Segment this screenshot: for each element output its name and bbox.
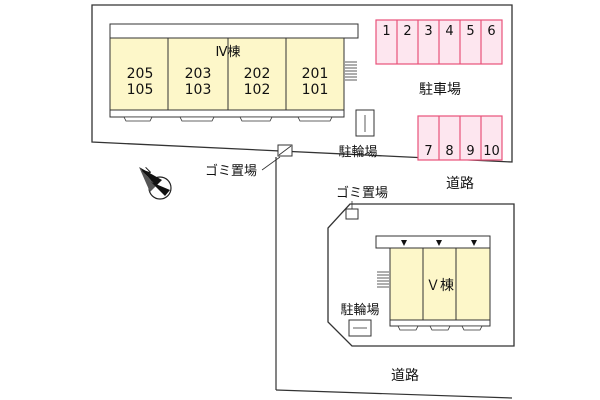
building-v-label: Ｖ棟: [426, 278, 454, 294]
parking-label: 駐車場: [419, 81, 461, 98]
building-v-body: [389, 247, 491, 321]
parking-bottom-row: 7 8 9 10: [417, 115, 503, 161]
parking-space-2: 2: [403, 24, 411, 39]
parking-space-9: 9: [466, 144, 474, 159]
unit-203: 203: [185, 66, 212, 82]
unit-202: 202: [244, 66, 271, 82]
unit-105: 105: [127, 82, 154, 98]
unit-205: 205: [127, 66, 154, 82]
bicycle-parking-label-top: 駐輪場: [338, 144, 377, 160]
parking-space-10: 10: [483, 144, 500, 159]
unit-102: 102: [244, 82, 271, 98]
road-label-right: 道路: [446, 176, 474, 192]
building-iv-corridor: [109, 23, 359, 39]
parking-space-6: 6: [487, 24, 495, 39]
parking-space-7: 7: [424, 144, 432, 159]
road-label-bottom: 道路: [391, 368, 419, 384]
bicycle-parking-bottom: [348, 319, 372, 337]
parking-space-4: 4: [445, 24, 453, 39]
unit-101: 101: [302, 82, 329, 98]
building-iv-stairs: [345, 61, 357, 81]
building-iv-body: [109, 37, 345, 111]
parking-space-3: 3: [424, 24, 432, 39]
bicycle-parking-label-bottom: 駐輪場: [340, 302, 379, 318]
garbage-station-label-bottom: ゴミ置場: [336, 185, 388, 201]
bicycle-parking-top: [355, 109, 375, 137]
unit-103: 103: [185, 82, 212, 98]
garbage-station-bottom: [345, 208, 359, 220]
unit-201: 201: [302, 66, 329, 82]
road-edge-bottom: [275, 389, 513, 399]
building-v-stairs: [377, 271, 389, 288]
parking-top-row: 1 2 3 4 5 6: [375, 19, 503, 65]
garbage-station-label-top: ゴミ置場: [205, 163, 257, 179]
parking-space-1: 1: [382, 24, 390, 39]
north-arrow-icon: N: [139, 166, 172, 200]
building-v: Ｖ棟: [375, 235, 491, 331]
building-iv: Ⅳ棟 205 105 203 103 202 102 201 101: [109, 23, 359, 122]
parking-space-8: 8: [445, 144, 453, 159]
building-iv-label: Ⅳ棟: [216, 45, 241, 60]
parking-space-5: 5: [466, 24, 474, 39]
